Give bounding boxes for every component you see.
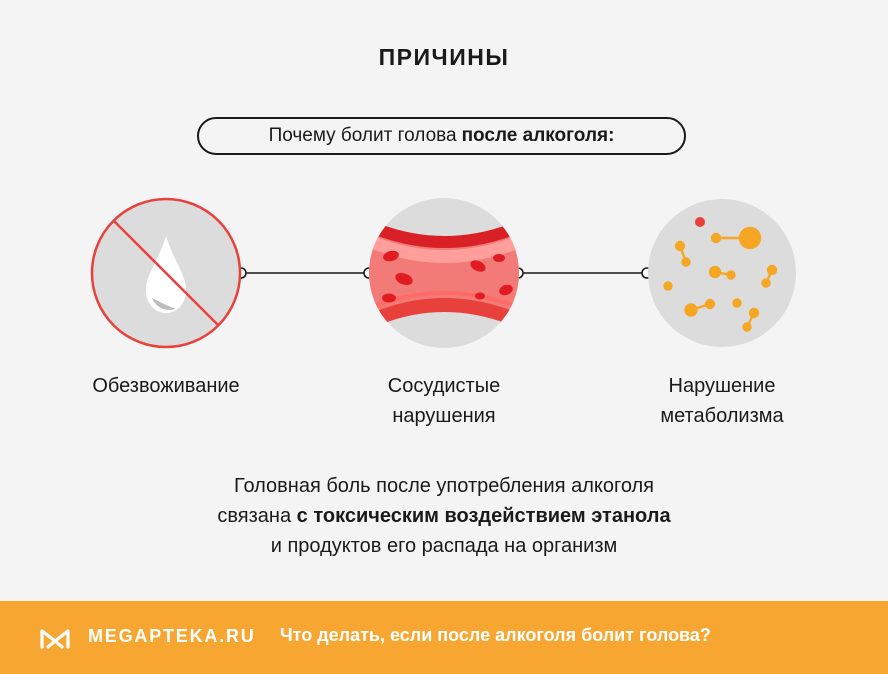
page-title: ПРИЧИНЫ — [378, 44, 510, 70]
molecules-icon — [648, 199, 796, 347]
question-bold-text: после алкоголя: — [461, 125, 615, 146]
cause-caption-metabolism: Нарушение метаболизма — [602, 371, 842, 431]
summary-line-2-bold: с токсическим воздействием этанола — [296, 505, 671, 527]
cause-caption-line: нарушения — [392, 405, 496, 427]
summary-line-2-prefix: связана — [217, 505, 292, 527]
summary-line-3: и продуктов его распада на организм — [270, 535, 618, 557]
summary-text: Головная боль после употребления алкогол… — [104, 471, 784, 561]
connector-2 — [512, 267, 653, 279]
cause-caption-line: метаболизма — [660, 405, 784, 427]
footer-brand[interactable]: MEGAPTEKA.RU — [88, 626, 256, 646]
summary-line-1: Головная боль после употребления алкогол… — [233, 475, 655, 497]
footer-bar: MEGAPTEKA.RU Что делать, если после алко… — [0, 601, 888, 674]
footer-article-link[interactable]: Что делать, если после алкоголя болит го… — [280, 625, 711, 645]
crossed-out-water-drop-icon — [90, 197, 242, 349]
cause-caption-line: Обезвоживание — [92, 375, 240, 397]
causes-diagram — [90, 197, 796, 349]
question-pill: Почему болит голова после алкоголя: — [197, 117, 686, 155]
cause-caption-vascular: Сосудистые нарушения — [324, 371, 564, 431]
summary-line-2: связана с токсическим воздействием этано… — [104, 501, 784, 531]
megapteka-logo-icon — [40, 629, 70, 649]
connector-1 — [235, 267, 375, 279]
cause-caption-line: Нарушение — [668, 375, 776, 397]
cause-caption-dehydration: Обезвоживание — [46, 371, 286, 401]
question-normal-text: Почему болит голова — [268, 125, 457, 146]
blood-vessel-icon — [369, 198, 519, 348]
cause-caption-line: Сосудистые — [387, 375, 501, 397]
